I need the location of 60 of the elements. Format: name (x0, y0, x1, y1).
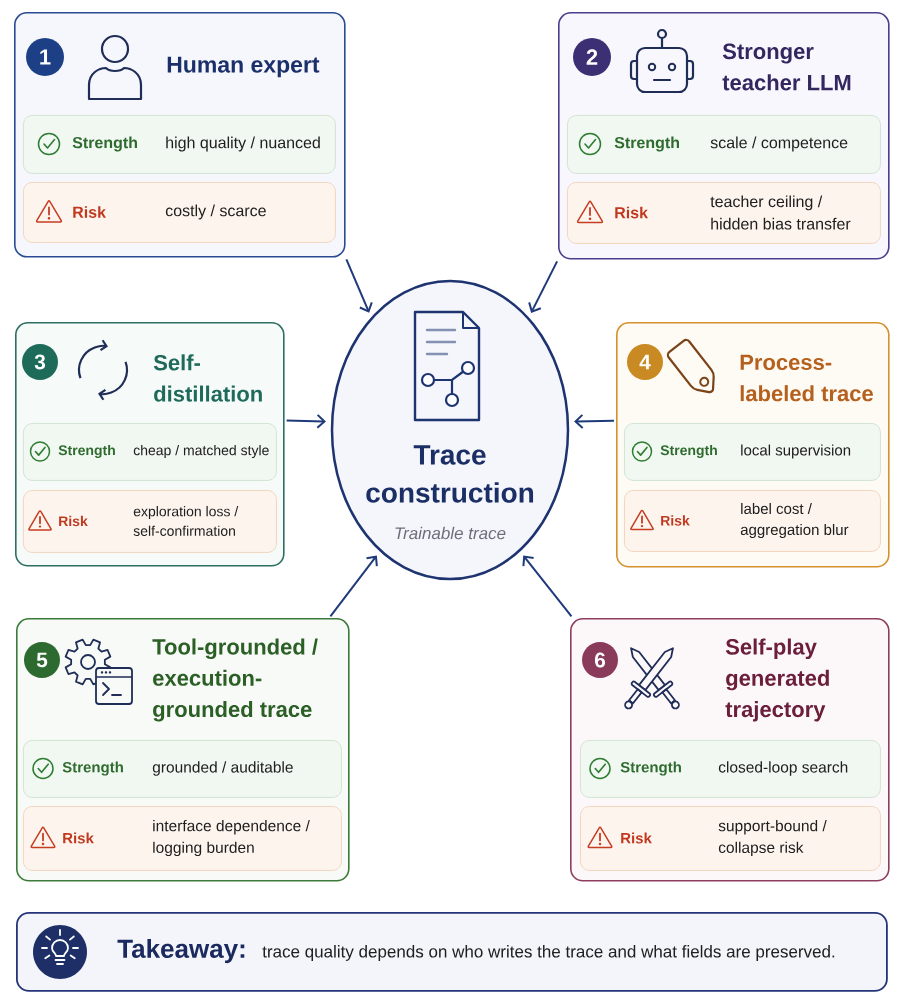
risk-row (624, 490, 881, 552)
strength-label: Strength (58, 444, 115, 459)
number-badge: 2 (573, 38, 611, 76)
risk-row (23, 490, 277, 553)
panel-title: Self-distillation (153, 354, 262, 402)
strength-label: Strength (660, 444, 717, 459)
panel-title: Self-play generated trajectory (725, 638, 829, 722)
strength-text: local supervision (741, 444, 851, 459)
number-badge: 5 (24, 642, 60, 678)
strength-text: high quality / nuanced (166, 136, 320, 152)
panel-title: Process-labeled trace (740, 354, 873, 402)
takeaway-text: trace quality depends on who writes the trace and what fields are preserved. (262, 945, 835, 961)
risk-label: Risk (73, 206, 106, 218)
arrow (285, 413, 326, 429)
risk-text: label cost / aggregation blur (740, 503, 849, 538)
number-badge: 6 (582, 642, 618, 678)
strength-text: closed-loop search (718, 761, 848, 776)
strength-row (23, 115, 336, 174)
risk-row (23, 182, 336, 243)
hub-subtitle: Trainable trace (395, 526, 506, 540)
strength-row (23, 423, 277, 481)
arrow (345, 258, 373, 313)
risk-label: Risk (661, 515, 690, 526)
number-badge: 3 (22, 344, 58, 380)
risk-text: support-bound / collapse risk (718, 819, 827, 857)
risk-row (580, 806, 881, 871)
takeaway-box (16, 912, 888, 992)
risk-label: Risk (621, 832, 652, 844)
strength-label: Strength (72, 136, 137, 152)
number-badge: 4 (627, 344, 663, 380)
hub-circle (330, 279, 570, 581)
panel-title: Stronger teacher LLM (722, 43, 851, 91)
strength-text: cheap / matched style (133, 445, 269, 459)
strength-row (580, 740, 881, 798)
arrow (329, 555, 378, 618)
strength-text: grounded / auditable (152, 761, 293, 776)
strength-label: Strength (62, 761, 123, 776)
risk-row (567, 182, 881, 244)
arrow (574, 413, 615, 429)
risk-text: teacher ceiling / hidden bias transfer (710, 195, 851, 230)
panel-title: Tool-grounded / execution-grounded trace (152, 638, 318, 722)
strength-label: Strength (614, 136, 679, 152)
number-badge: 1 (26, 38, 64, 76)
risk-row (23, 806, 342, 871)
risk-label: Risk (63, 832, 94, 844)
strength-row (624, 423, 881, 481)
hub-title: Trace construction (366, 445, 534, 503)
panel-title: Human expert (167, 56, 320, 78)
risk-label: Risk (615, 206, 648, 219)
arrow (528, 260, 559, 313)
risk-text: exploration loss / self-confirmation (133, 506, 239, 536)
takeaway-heading: Takeaway: (117, 938, 245, 964)
strength-label: Strength (620, 761, 681, 776)
strength-row (567, 115, 881, 174)
risk-text: interface dependence / logging burden (153, 819, 310, 857)
strength-text: scale / competence (710, 136, 848, 152)
arrow (522, 555, 573, 618)
risk-label: Risk (59, 515, 88, 527)
risk-text: costly / scarce (165, 204, 266, 220)
strength-row (23, 740, 342, 798)
